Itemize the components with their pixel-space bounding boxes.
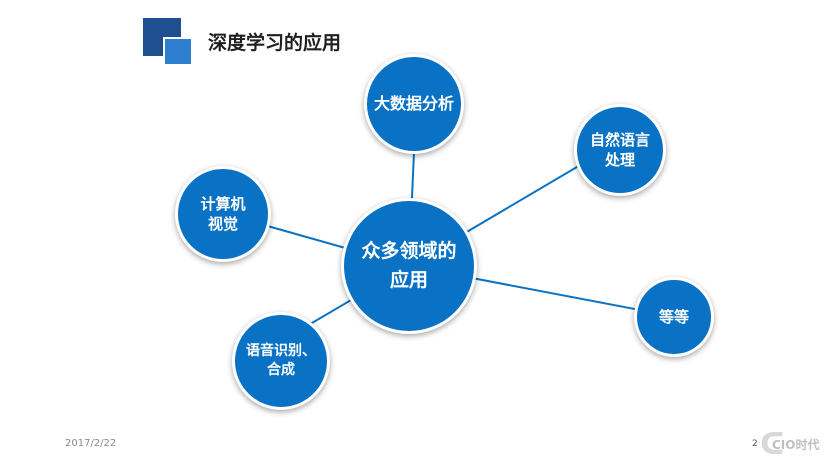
center-node: 众多领域的 应用 <box>341 198 477 334</box>
node-etc-label: 等等 <box>658 307 689 326</box>
node-nlp: 自然语言 处理 <box>574 104 666 196</box>
page-number: 2 <box>752 439 758 449</box>
node-etc: 等等 <box>634 277 714 357</box>
node-big-data-label: 大数据分析 <box>373 94 454 114</box>
footer-date: 2017/2/22 <box>65 438 117 449</box>
node-computer-vision-label: 计算机 视觉 <box>200 194 246 233</box>
cio-logo: ᑕ CIO时代 <box>760 430 826 462</box>
slide-title: 深度学习的应用 <box>208 32 342 54</box>
node-speech-label: 语音识别、 合成 <box>246 343 316 378</box>
logo-text: CIO时代 <box>772 438 820 452</box>
node-big-data: 大数据分析 <box>364 54 464 154</box>
center-node-label: 众多领域的 应用 <box>361 239 457 291</box>
node-computer-vision: 计算机 视觉 <box>175 166 271 262</box>
node-nlp-label: 自然语言 处理 <box>589 130 650 169</box>
title-decoration-light-square <box>163 37 193 66</box>
node-speech: 语音识别、 合成 <box>232 312 330 410</box>
logo-mark-icon: ᑕ <box>760 427 785 462</box>
